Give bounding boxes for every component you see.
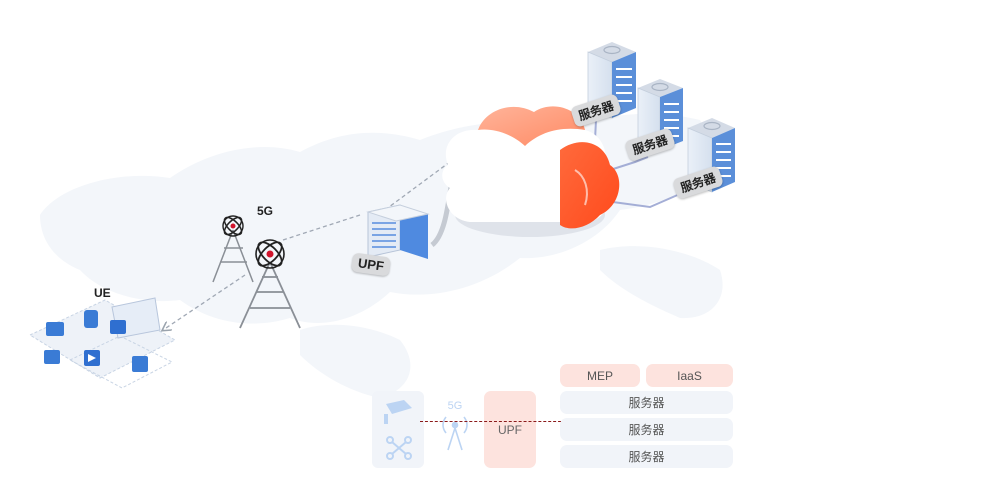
- upf-appliance: [366, 204, 430, 259]
- camera-icon: [384, 400, 412, 424]
- ue-label: UE: [94, 286, 111, 300]
- stack-iaas: IaaS: [646, 364, 733, 387]
- stack-server-3: 服务器: [560, 445, 733, 468]
- stack-server-2: 服务器: [560, 418, 733, 441]
- small-tower: [212, 215, 254, 283]
- dashed-links: [163, 147, 470, 330]
- laptop-icon: [46, 322, 64, 336]
- music-icon: [132, 356, 148, 372]
- stack-server-1: 服务器: [560, 391, 733, 414]
- link-upf-mep: [384, 147, 470, 211]
- fiveg-label: 5G: [257, 204, 274, 218]
- stack-dashed-divider: [420, 421, 566, 422]
- device-box: [372, 391, 424, 468]
- chat-icon: [44, 350, 60, 364]
- stack-mep: MEP: [560, 364, 640, 387]
- stack-antenna-icon: [442, 416, 468, 451]
- stack-upf: UPF: [484, 391, 536, 468]
- link-tower-ue: [163, 274, 246, 330]
- large-tower: [239, 239, 301, 329]
- drone-icon: [386, 436, 412, 460]
- ue-platform: [28, 297, 177, 389]
- lock-icon: [84, 310, 98, 328]
- stack-5g-label: 5G: [447, 400, 463, 412]
- folder-icon: [110, 320, 126, 334]
- mep-cloud: [442, 106, 620, 237]
